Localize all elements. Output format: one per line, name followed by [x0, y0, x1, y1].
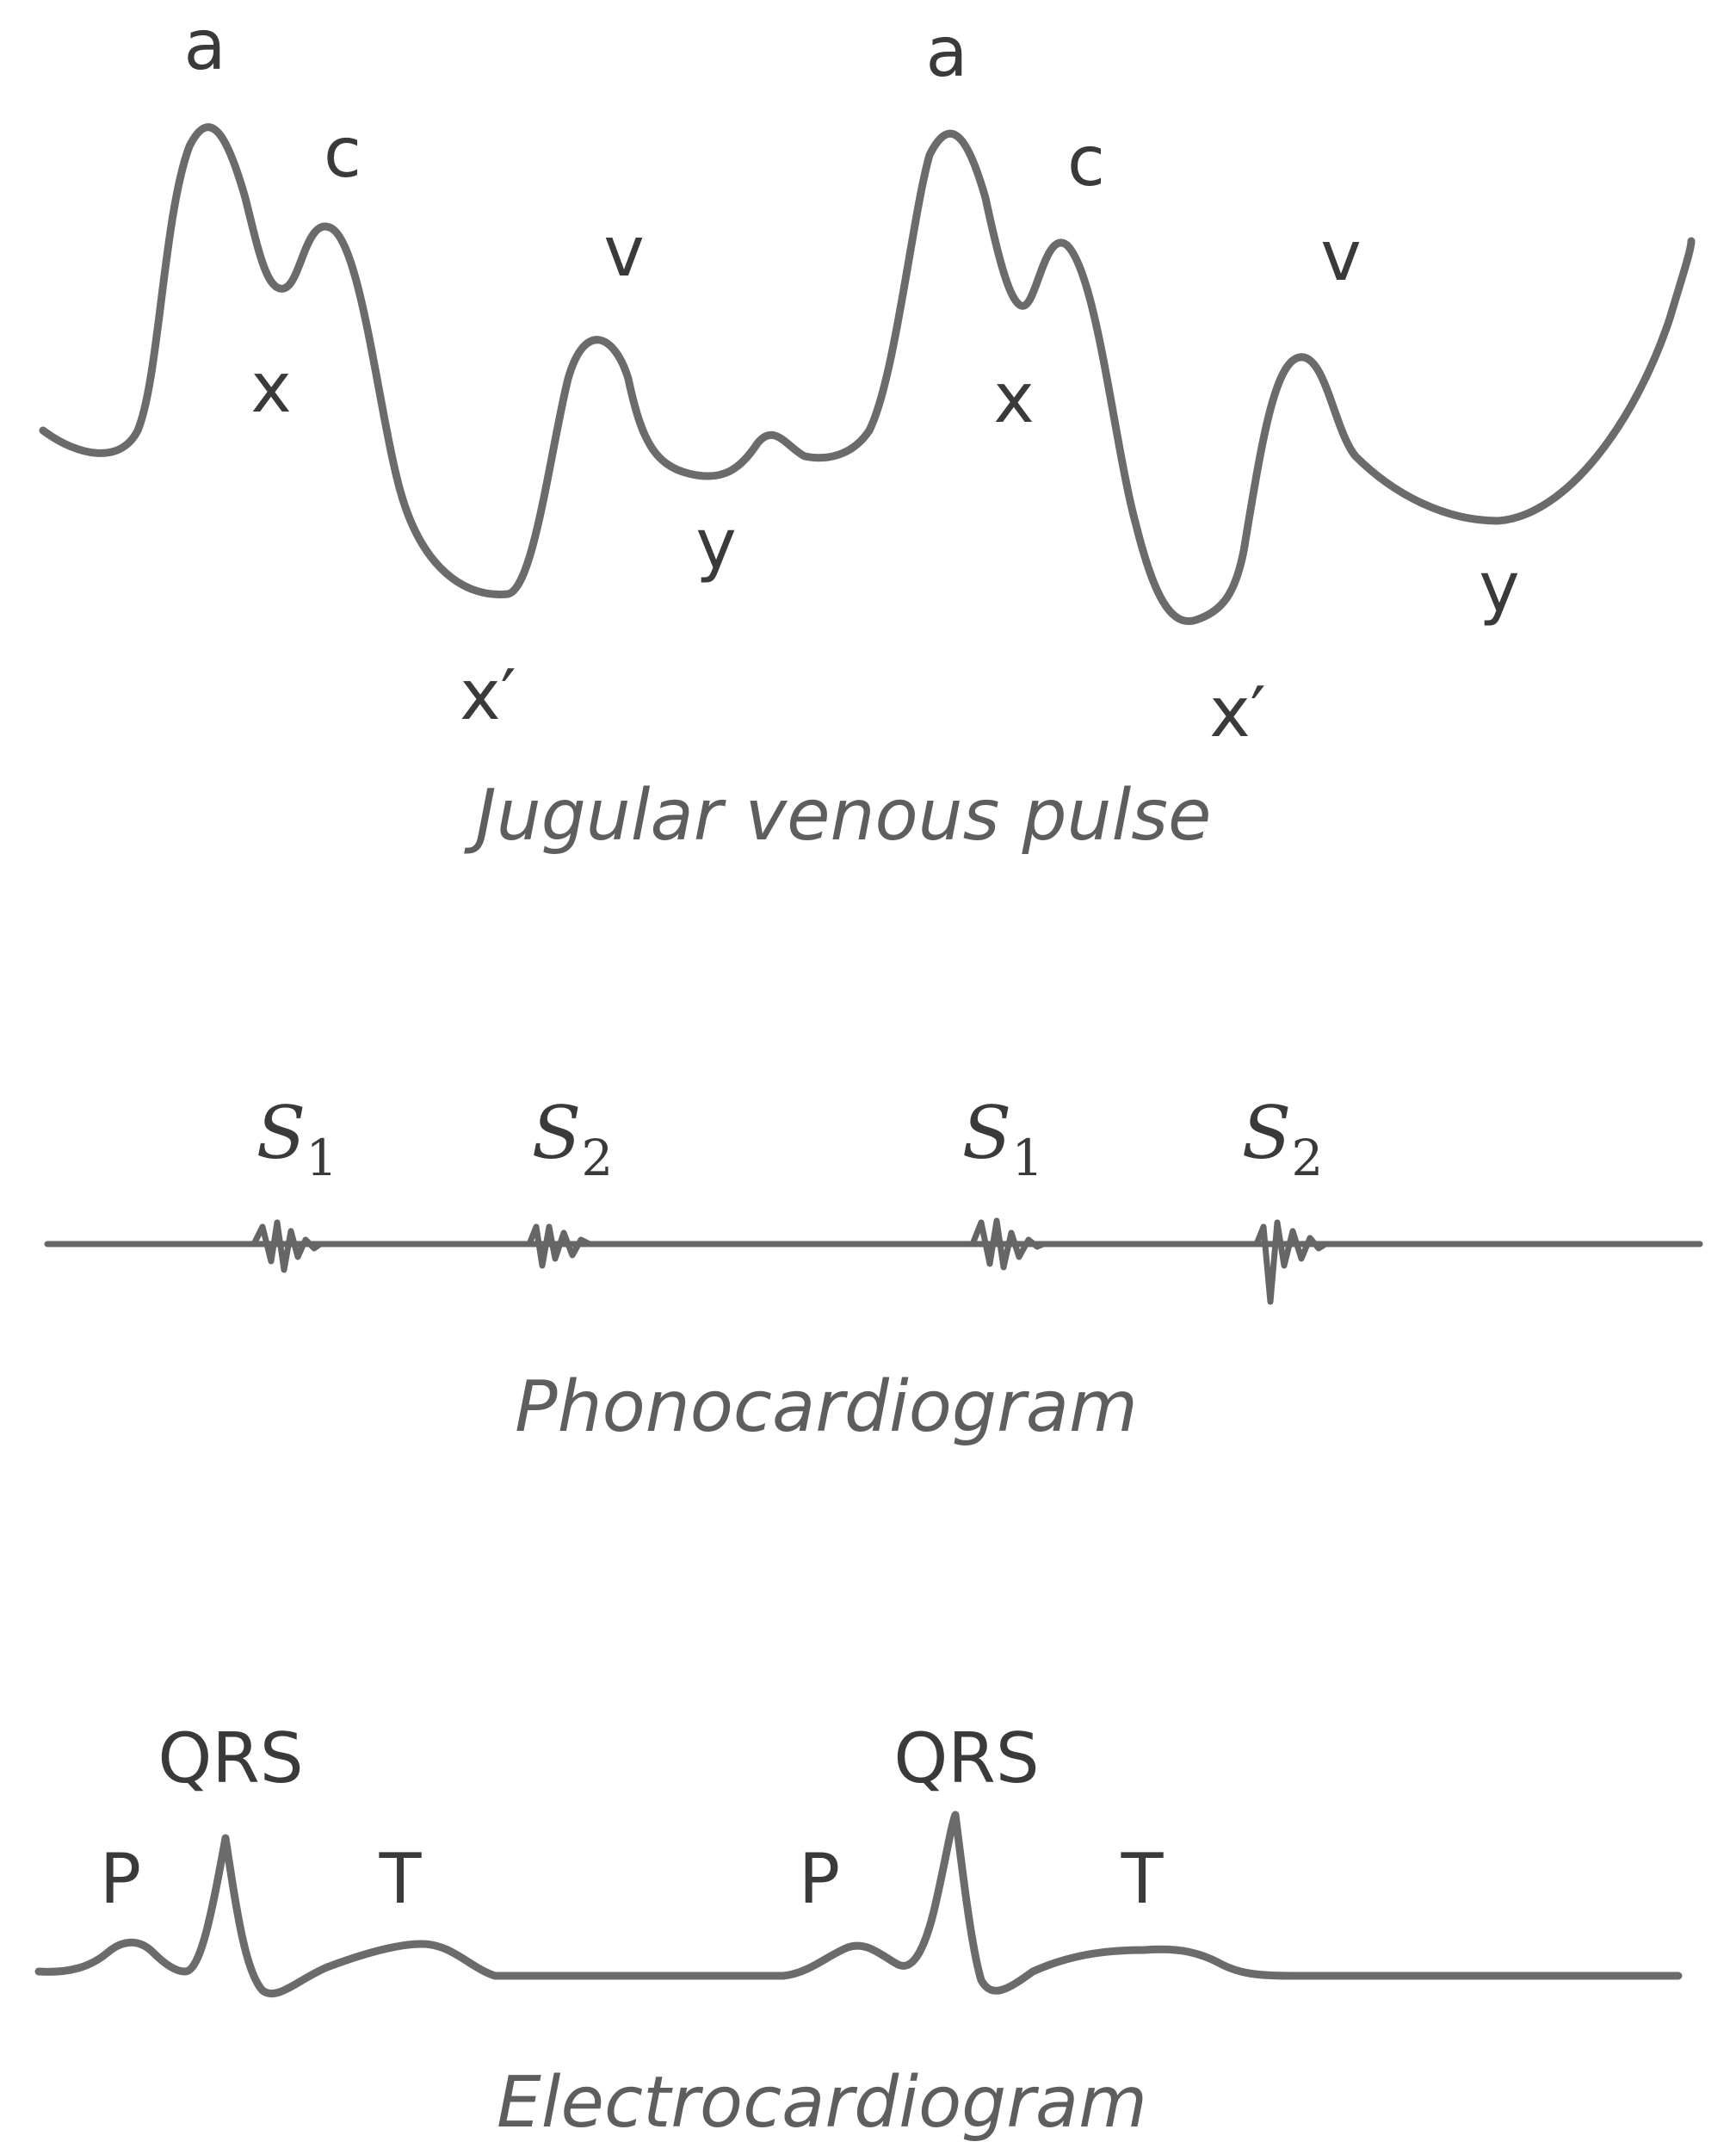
jvp-label-c1: c: [324, 113, 361, 193]
ecg-label-p2: P: [799, 1839, 840, 1919]
jvp-label-xp2: x′: [1209, 672, 1266, 752]
pcg-s2-burst-1: [526, 1223, 593, 1269]
jvp-waveform: [39, 123, 1696, 625]
jvp-label-v1: v: [603, 212, 644, 292]
jvp-label-x1: x: [250, 348, 291, 428]
jvp-label-y2: y: [1479, 548, 1519, 628]
pcg-caption: Phonocardiogram: [515, 1366, 1138, 1448]
pcg-label-s2-first: S2: [532, 1091, 613, 1187]
jvp-panel: a c x v x′ y a c x v x′ y Jugular venous…: [39, 5, 1696, 857]
ecg-label-p1: P: [100, 1839, 141, 1919]
jvp-label-a2: a: [925, 12, 967, 92]
pcg-label-s1-first: S1: [256, 1091, 337, 1187]
ecg-panel: P QRS T P QRS T Electrocardiogram: [34, 1718, 1683, 2144]
pcg-s2-burst-2: [1253, 1219, 1329, 1305]
pcg-panel: S1 S2 S1 S2 Phonocardiogram: [44, 1091, 1703, 1448]
ecg-label-qrs2: QRS: [893, 1718, 1039, 1798]
ecg-label-t1: T: [379, 1839, 423, 1919]
jvp-label-a1: a: [183, 5, 225, 85]
ecg-caption: Electrocardiogram: [497, 2062, 1147, 2144]
jvp-label-c2: c: [1067, 121, 1105, 201]
jvp-caption: Jugular venous pulse: [464, 775, 1212, 857]
ecg-waveform: [34, 1811, 1683, 1998]
pcg-label-s1-second: S1: [962, 1091, 1043, 1187]
ecg-label-t2: T: [1121, 1839, 1165, 1919]
pcg-s1-burst-1: [250, 1219, 324, 1273]
pcg-label-s2-second: S2: [1242, 1091, 1323, 1187]
jvp-label-y1: y: [695, 505, 736, 585]
jvp-label-v2: v: [1320, 216, 1361, 296]
jvp-label-x2: x: [993, 358, 1034, 438]
jvp-label-xp1: x′: [460, 655, 516, 735]
pcg-s1-burst-2: [969, 1217, 1047, 1271]
ecg-label-qrs1: QRS: [158, 1718, 303, 1798]
